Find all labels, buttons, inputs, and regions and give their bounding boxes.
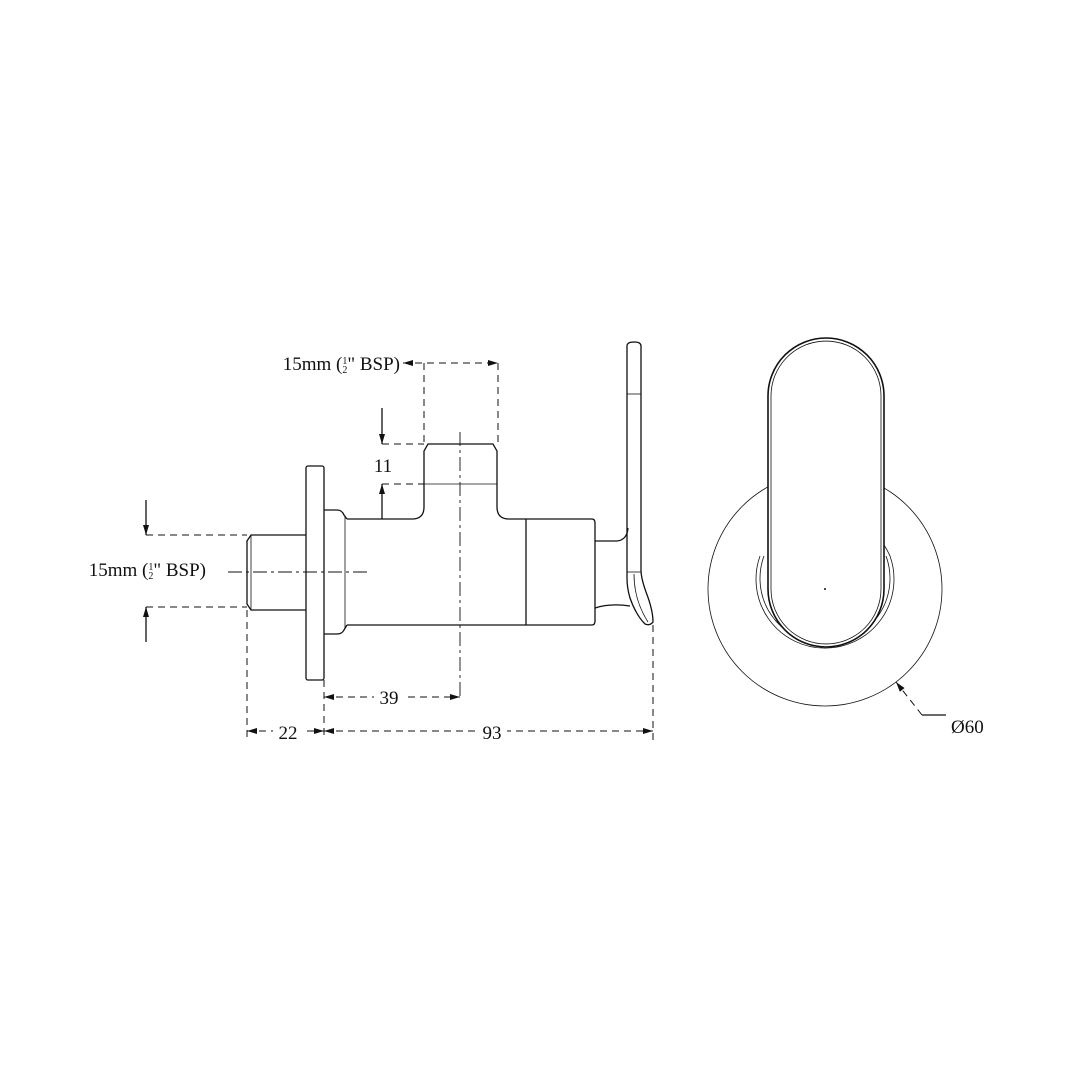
spindle-ring-outer <box>755 544 895 649</box>
lever-front <box>767 337 885 648</box>
overall-depth-value: 93 <box>483 723 502 744</box>
body-collar <box>324 509 348 635</box>
outlet-height-dimension: 11 <box>374 408 424 519</box>
outlet-thread-size: 15mm <box>283 354 332 375</box>
flange-to-outlet-dimension: 39 <box>324 685 460 709</box>
spindle <box>594 527 631 609</box>
plate-diameter-dimension: Ø60 <box>895 681 984 738</box>
flange-to-outlet-value: 39 <box>380 688 399 709</box>
lever-handle <box>626 341 654 626</box>
svg-text:15mm (12" BSP): 15mm (12" BSP) <box>283 354 400 376</box>
wall-flange <box>305 465 325 681</box>
inlet-length-value: 22 <box>279 723 298 744</box>
valve-body <box>347 443 596 626</box>
lever-inner-curve <box>633 573 649 623</box>
front-view: Ø60 <box>707 337 984 738</box>
svg-text:15mm (12" BSP): 15mm (12" BSP) <box>89 560 206 582</box>
center-point <box>824 588 826 590</box>
outlet-height-value: 11 <box>374 456 392 477</box>
inlet-pipe <box>246 534 306 611</box>
depth-dimensions: 22 93 <box>246 610 654 744</box>
inlet-thread-size: 15mm <box>89 560 138 581</box>
lever-front-inner-edge <box>770 340 882 645</box>
plate-diameter-value: Ø60 <box>951 717 984 738</box>
